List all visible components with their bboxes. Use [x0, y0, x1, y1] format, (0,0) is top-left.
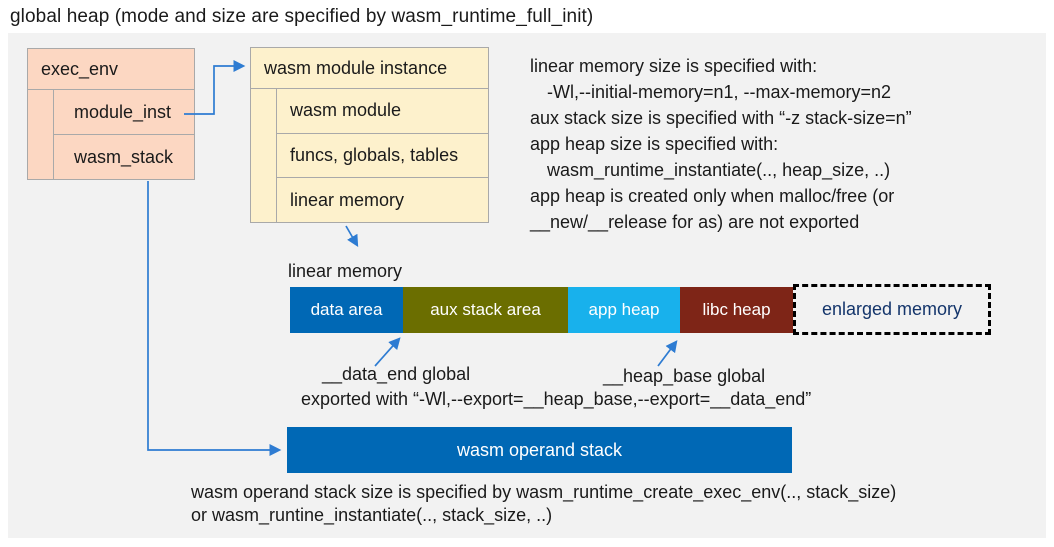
- segment-data-area: data area: [290, 287, 403, 333]
- segment-libc-heap: libc heap: [680, 287, 793, 333]
- module-instance-indent: [251, 89, 277, 222]
- data-end-global-label: __data_end global: [322, 364, 471, 384]
- exec-env-indent: [28, 90, 54, 179]
- note-line: app heap is created only when malloc/fre…: [530, 186, 895, 206]
- exec-env-box: exec_env module_inst wasm_stack: [27, 48, 195, 180]
- note-line: aux stack size is specified with “-z sta…: [530, 108, 912, 128]
- note-line: wasm_runtime_instantiate(.., heap_size, …: [547, 160, 891, 180]
- note-line: app heap size is specified with:: [530, 134, 779, 154]
- linear-memory-label: linear memory: [288, 261, 403, 281]
- exec-env-row-wasm-stack: wasm_stack: [74, 146, 174, 167]
- module-instance-header: wasm module instance: [251, 48, 488, 89]
- module-instance-row-linear-memory: linear memory: [290, 189, 405, 210]
- operand-stack-note-line1: wasm operand stack size is specified by …: [191, 482, 897, 502]
- linear-memory-bar: data area aux stack area app heap libc h…: [290, 287, 793, 333]
- heap-base-global-label: __heap_base global: [603, 366, 766, 386]
- note-line: __new/__release for as) are not exported: [530, 212, 860, 232]
- segment-app-heap: app heap: [568, 287, 680, 333]
- memory-size-notes: linear memory size is specified with: -W…: [530, 53, 1042, 235]
- exec-env-header: exec_env: [28, 49, 194, 90]
- exec-env-row-module-inst: module_inst: [54, 90, 194, 135]
- diagram-title: global heap (mode and size are specified…: [10, 6, 594, 27]
- wasm-operand-stack-box: wasm operand stack: [287, 427, 792, 473]
- note-line: linear memory size is specified with:: [530, 56, 818, 76]
- operand-stack-note-line2: or wasm_runtine_instantiate(.., stack_si…: [191, 505, 553, 525]
- segment-enlarged-memory: enlarged memory: [793, 284, 991, 335]
- module-instance-row-wasm-module: wasm module: [277, 89, 488, 134]
- segment-aux-stack-area: aux stack area: [403, 287, 568, 333]
- note-line: -Wl,--initial-memory=n1, --max-memory=n2: [547, 82, 892, 102]
- module-instance-box: wasm module instance wasm module funcs, …: [250, 47, 489, 223]
- exported-with-label: exported with “-Wl,--export=__heap_base,…: [301, 389, 812, 409]
- module-instance-row-funcs-globals-tables: funcs, globals, tables: [277, 134, 488, 179]
